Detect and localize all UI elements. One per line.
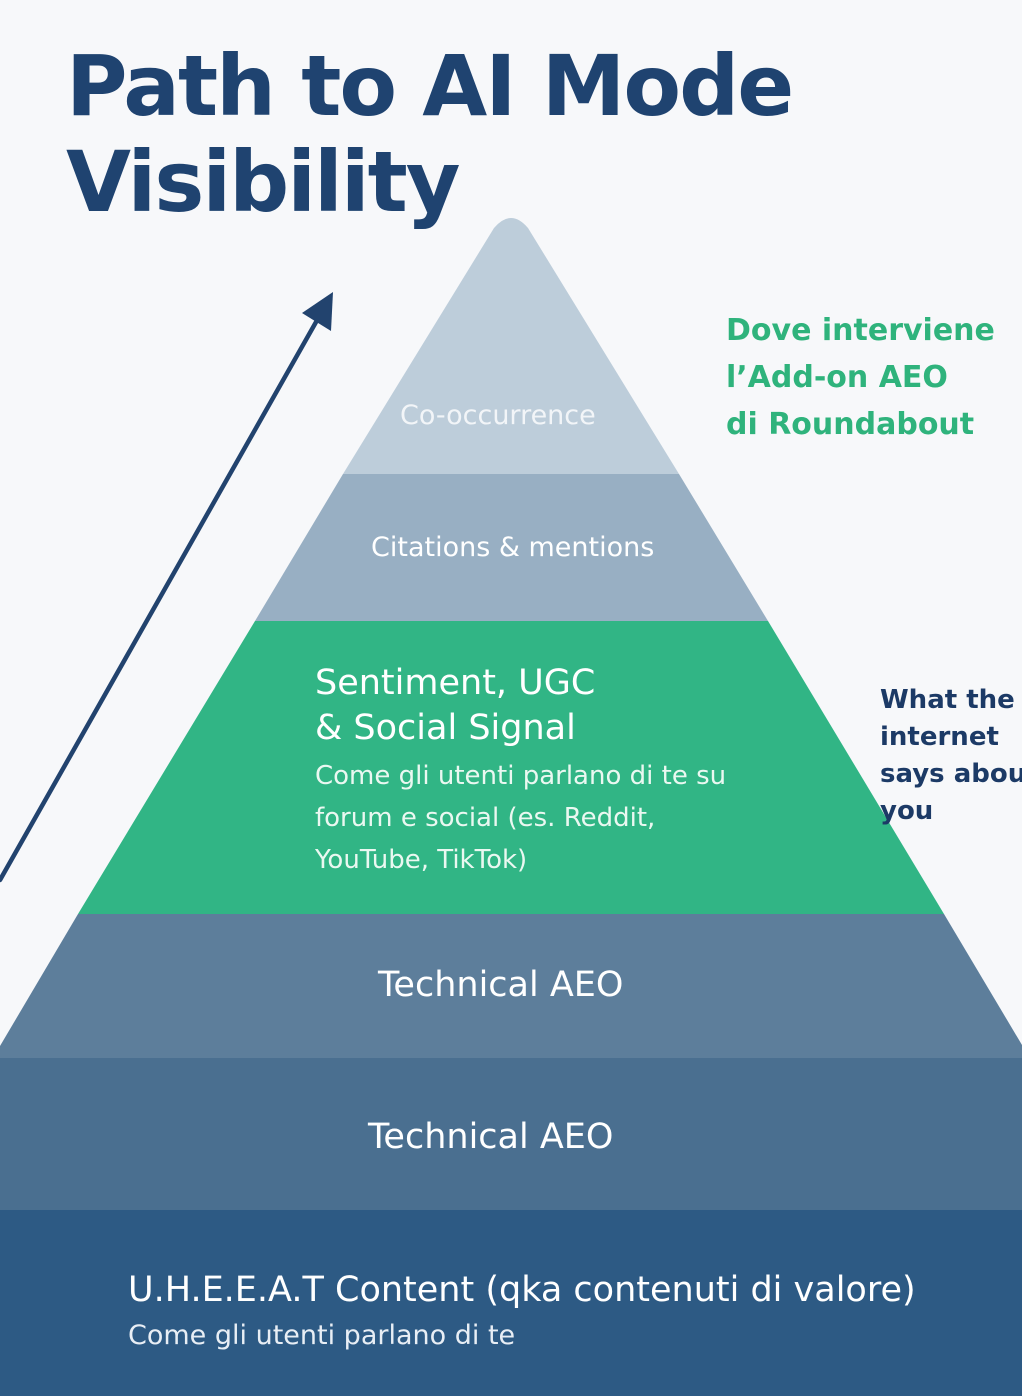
- page-title-line-2: Visibility: [66, 133, 461, 231]
- roundabout-note-line-2: l’Add-on AEO: [726, 360, 948, 395]
- tier-cooccurrence: [343, 218, 679, 474]
- tier-technical-lower-band: [0, 1058, 1022, 1210]
- page-title-line-1: Path to AI Mode: [66, 37, 794, 135]
- tier-label-content-subtitle: Come gli utenti parlano di te: [128, 1320, 516, 1351]
- tier-sentiment-description-line-2: forum e social (es. Reddit,: [315, 803, 656, 833]
- roundabout-note-line-3: di Roundabout: [726, 407, 975, 442]
- tier-content-band: [0, 1210, 1022, 1396]
- tier-label-technical-aeo-lower: Technical AEO: [368, 1117, 614, 1157]
- tier-label-cooccurrence: Co-occurrence: [400, 400, 596, 431]
- tier-label-citations: Citations & mentions: [371, 532, 655, 563]
- tier-label-technical-aeo-upper: Technical AEO: [378, 965, 624, 1005]
- tier-label-sentiment-line-2: & Social Signal: [315, 708, 576, 748]
- tier-label-content: U.H.E.E.A.T Content (qka contenuti di va…: [128, 1270, 916, 1310]
- arrow-up-right-icon: [302, 292, 333, 331]
- internet-note-line-1: What the: [880, 685, 1015, 715]
- roundabout-note-line-1: Dove interviene: [726, 313, 995, 348]
- internet-note-line-4: you: [880, 796, 934, 826]
- tier-technical-upper: [0, 914, 1022, 1058]
- tier-label-sentiment-line-1: Sentiment, UGC: [315, 663, 596, 703]
- tier-sentiment-description-line-3: YouTube, TikTok): [315, 845, 528, 875]
- arrow-shaft: [0, 312, 323, 883]
- tier-sentiment: [78, 621, 944, 914]
- internet-note-line-3: says about: [880, 759, 1022, 789]
- internet-note-line-2: internet: [880, 722, 999, 752]
- tier-citations: [255, 474, 768, 621]
- tier-sentiment-description-line-1: Come gli utenti parlano di te su: [315, 761, 727, 791]
